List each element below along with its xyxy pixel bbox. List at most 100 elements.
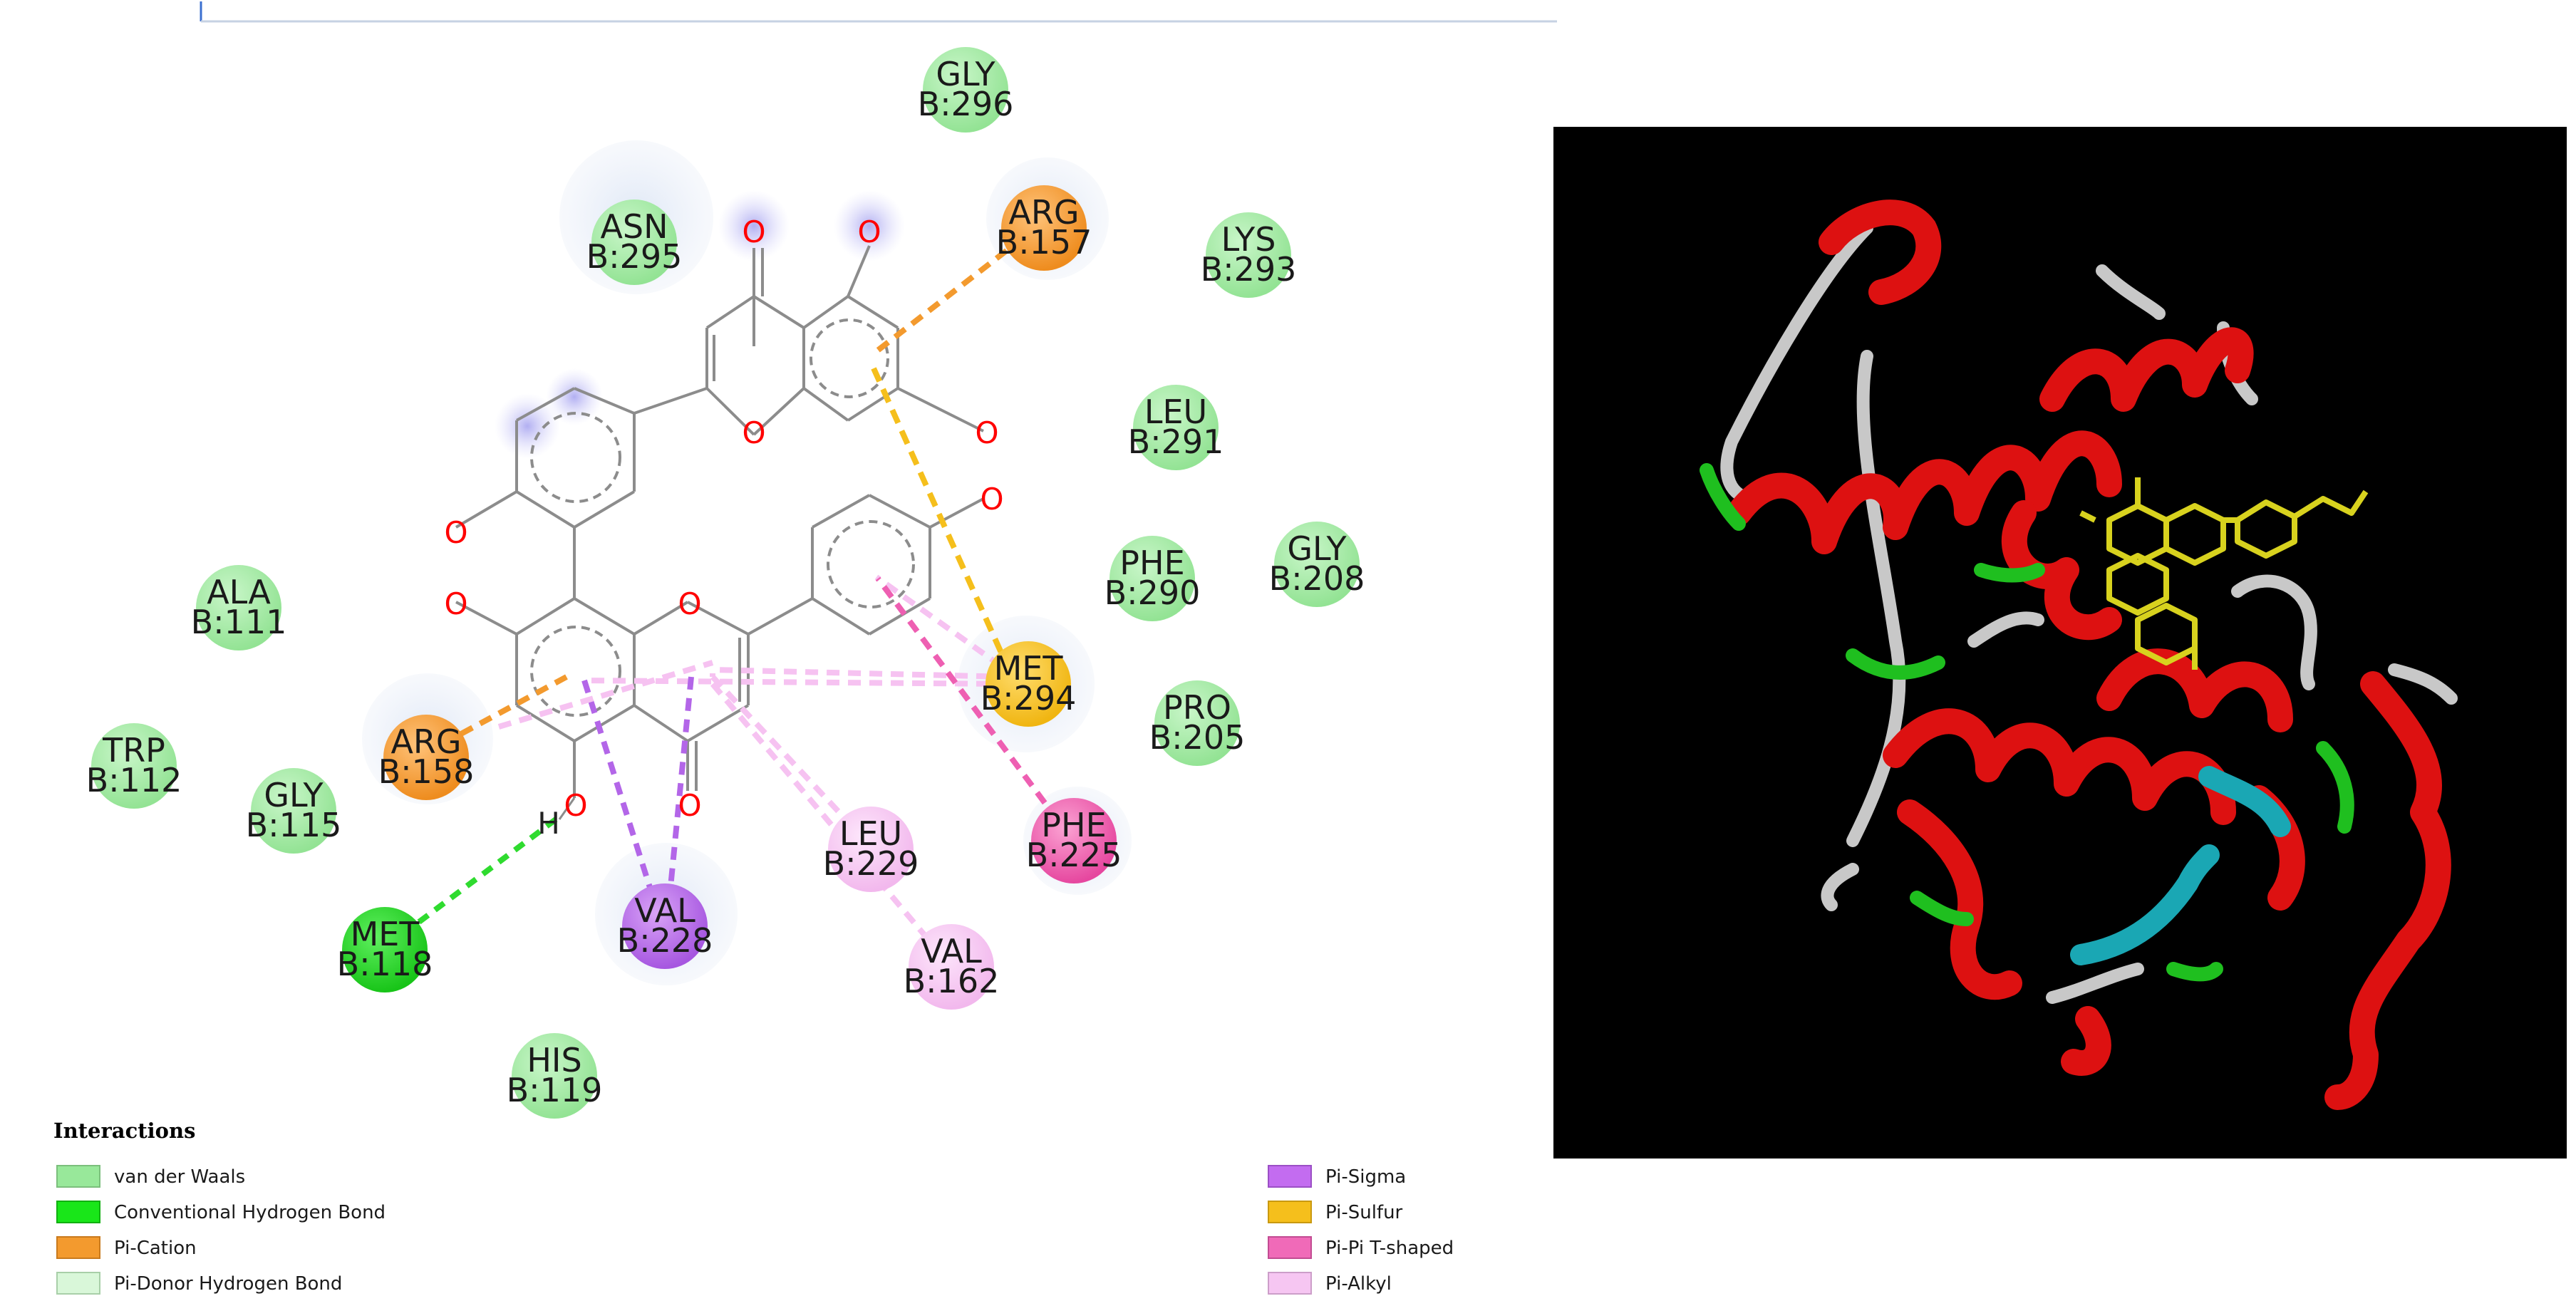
legend-item: Pi-Donor Hydrogen Bond xyxy=(56,1272,342,1295)
residue-name: MET xyxy=(351,915,420,953)
oxygen-atom-label: O xyxy=(564,788,587,823)
residue-number: B:111 xyxy=(191,603,287,641)
legend-label: Pi-Pi T-shaped xyxy=(1325,1238,1454,1259)
residue-circle xyxy=(923,47,1008,133)
oxygen-atom-label: O xyxy=(857,214,881,249)
legend-label: Pi-Alkyl xyxy=(1325,1273,1392,1295)
residue-name: ARG xyxy=(390,722,461,761)
legend-swatch xyxy=(1268,1272,1312,1295)
residue-number: B:205 xyxy=(1149,718,1246,757)
oxygen-atom-label: O xyxy=(678,788,701,823)
legend-swatch xyxy=(1268,1236,1312,1259)
legend-item: Conventional Hydrogen Bond xyxy=(56,1201,386,1223)
residue-name: PHE xyxy=(1119,544,1184,582)
legend-item: Pi-Alkyl xyxy=(1268,1272,1392,1295)
residue-number: B:115 xyxy=(246,806,342,844)
residue-number: B:229 xyxy=(823,844,919,883)
residue-circle xyxy=(909,924,994,1010)
residue-circle xyxy=(196,565,281,650)
residue-name: LEU xyxy=(1144,393,1207,431)
residue-circle xyxy=(1001,185,1087,271)
residue-circle xyxy=(1154,680,1240,766)
residue-name: HIS xyxy=(527,1041,581,1079)
residue-circle xyxy=(1031,798,1117,883)
residue-circle xyxy=(342,907,428,992)
residue-number: B:225 xyxy=(1026,836,1122,874)
residue-number: B:158 xyxy=(378,752,475,791)
legend-label: Pi-Sigma xyxy=(1325,1166,1406,1188)
residue-number: B:157 xyxy=(996,223,1092,261)
legend-swatch xyxy=(1268,1165,1312,1188)
hydrogen-atom-label: H xyxy=(537,806,560,841)
legend-item: Pi-Cation xyxy=(56,1236,197,1259)
atom-labels: O O O O O O O O O O H xyxy=(444,214,1003,841)
oxygen-atom-label: O xyxy=(678,586,701,621)
residue-number: B:119 xyxy=(507,1071,603,1109)
oxygen-atom-label: O xyxy=(444,586,467,621)
residue-name: LYS xyxy=(1221,220,1276,259)
residue-circle xyxy=(1206,212,1291,298)
residue-number: B:293 xyxy=(1201,250,1297,289)
legend-item: Pi-Sulfur xyxy=(1268,1201,1403,1223)
residue-circle xyxy=(1274,522,1360,607)
residue-circle xyxy=(828,807,914,892)
residue-number: B:294 xyxy=(981,679,1077,717)
residue-name: ALA xyxy=(207,573,271,611)
legend-swatch xyxy=(56,1165,100,1188)
residue-number: B:162 xyxy=(904,962,1000,1000)
residue-number: B:291 xyxy=(1128,423,1224,461)
oxygen-atom-label: O xyxy=(975,415,998,450)
residue-circle xyxy=(91,723,177,809)
residue-name: PRO xyxy=(1163,688,1231,727)
oxygen-atom-label: O xyxy=(444,515,467,550)
residue-name: GLY xyxy=(936,55,995,93)
residue-name: GLY xyxy=(264,776,324,814)
solvent-halos xyxy=(362,140,1132,985)
interaction-lines xyxy=(397,222,1073,960)
legend-swatch xyxy=(56,1201,100,1223)
residue-circle xyxy=(622,883,708,969)
residue-circle xyxy=(1133,385,1219,470)
residue-circle xyxy=(383,715,469,800)
residue-number: B:118 xyxy=(337,945,433,983)
residue-name: LEU xyxy=(839,814,902,853)
residue-name: ASN xyxy=(600,207,668,246)
ligand-structure xyxy=(455,245,984,820)
window-top-strip xyxy=(0,0,1557,23)
atom-halos xyxy=(495,190,905,459)
legend-swatch xyxy=(56,1236,100,1259)
residue-circle xyxy=(591,199,677,285)
residue-circle xyxy=(251,768,336,854)
legend-label: Pi-Sulfur xyxy=(1325,1202,1403,1223)
ligand-3d xyxy=(2079,477,2369,670)
residue-name: VAL xyxy=(921,932,982,970)
legend-item: Pi-Pi T-shaped xyxy=(1268,1236,1454,1259)
legend-item: van der Waals xyxy=(56,1165,245,1188)
legend-label: van der Waals xyxy=(114,1166,245,1188)
residue-circle xyxy=(512,1033,597,1119)
legend-label: Pi-Cation xyxy=(114,1238,197,1259)
residue-number: B:290 xyxy=(1105,574,1201,612)
oxygen-atom-label: O xyxy=(742,214,765,249)
protein-3d-view xyxy=(1553,127,2567,1159)
